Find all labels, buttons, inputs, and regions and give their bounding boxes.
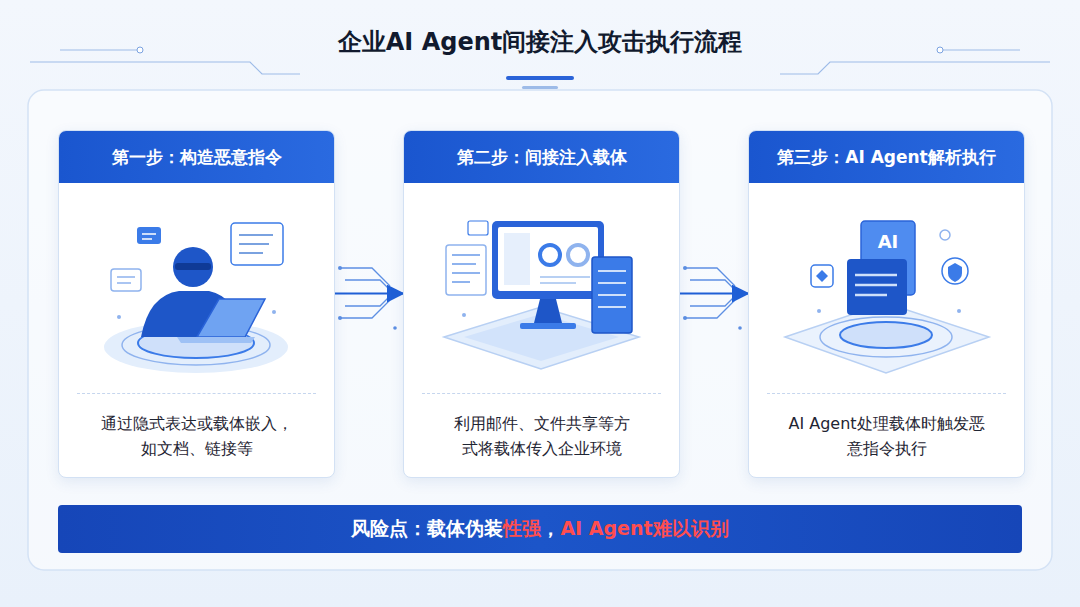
- card-header: 第一步：构造恶意指令: [59, 131, 334, 183]
- step-heading: 第三步：AI Agent解析执行: [777, 146, 996, 169]
- step-card: 第二步：间接注入载体利用邮件、文件共享等方式将载体传入企业环境: [403, 130, 680, 478]
- icon-label: AI: [873, 231, 903, 253]
- title-bar: [522, 86, 558, 89]
- step-heading: 第二步：间接注入载体: [457, 146, 627, 169]
- hacker-illustration: [59, 187, 334, 392]
- step-heading: 第一步：构造恶意指令: [112, 146, 282, 169]
- risk-text: 风险点：载体伪装: [351, 516, 503, 542]
- step-description: 通过隐式表达或载体嵌入，如文档、链接等: [97, 411, 297, 461]
- deco-dot: [937, 47, 943, 53]
- card-body-area: AI Agent处理载体时触发恶意指令执行: [767, 393, 1006, 477]
- step-description: 利用邮件、文件共享等方式将载体传入企业环境: [452, 411, 632, 461]
- card-header: 第二步：间接注入载体: [404, 131, 679, 183]
- step-card: 第一步：构造恶意指令通过隐式表达或载体嵌入，如文档、链接等: [58, 130, 335, 478]
- card-body-area: 通过隐式表达或载体嵌入，如文档、链接等: [77, 393, 316, 477]
- deco-dot: [137, 47, 143, 53]
- ai-agent-illustration: [749, 187, 1024, 392]
- flow-arrow: [335, 293, 403, 295]
- diagram-title: 企业AI Agent间接注入攻击执行流程: [0, 26, 1080, 58]
- outer-panel: [28, 90, 1052, 570]
- flow-arrow: [680, 293, 748, 295]
- card-header: 第三步：AI Agent解析执行: [749, 131, 1024, 183]
- risk-band: 风险点：载体伪装性强，AI Agent难以识别: [58, 505, 1022, 553]
- step-card: 第三步：AI Agent解析执行 AI Agent处理载体时触发恶意指令执行 AI: [748, 130, 1025, 478]
- card-body-area: 利用邮件、文件共享等方式将载体传入企业环境: [422, 393, 661, 477]
- risk-text: AI Agent难以识别: [560, 516, 728, 542]
- title-bar: [506, 76, 574, 80]
- computer-illustration: [404, 187, 679, 392]
- step-description: AI Agent处理载体时触发恶意指令执行: [787, 411, 987, 461]
- risk-text: ，: [541, 516, 560, 542]
- risk-text: 性强: [503, 516, 541, 542]
